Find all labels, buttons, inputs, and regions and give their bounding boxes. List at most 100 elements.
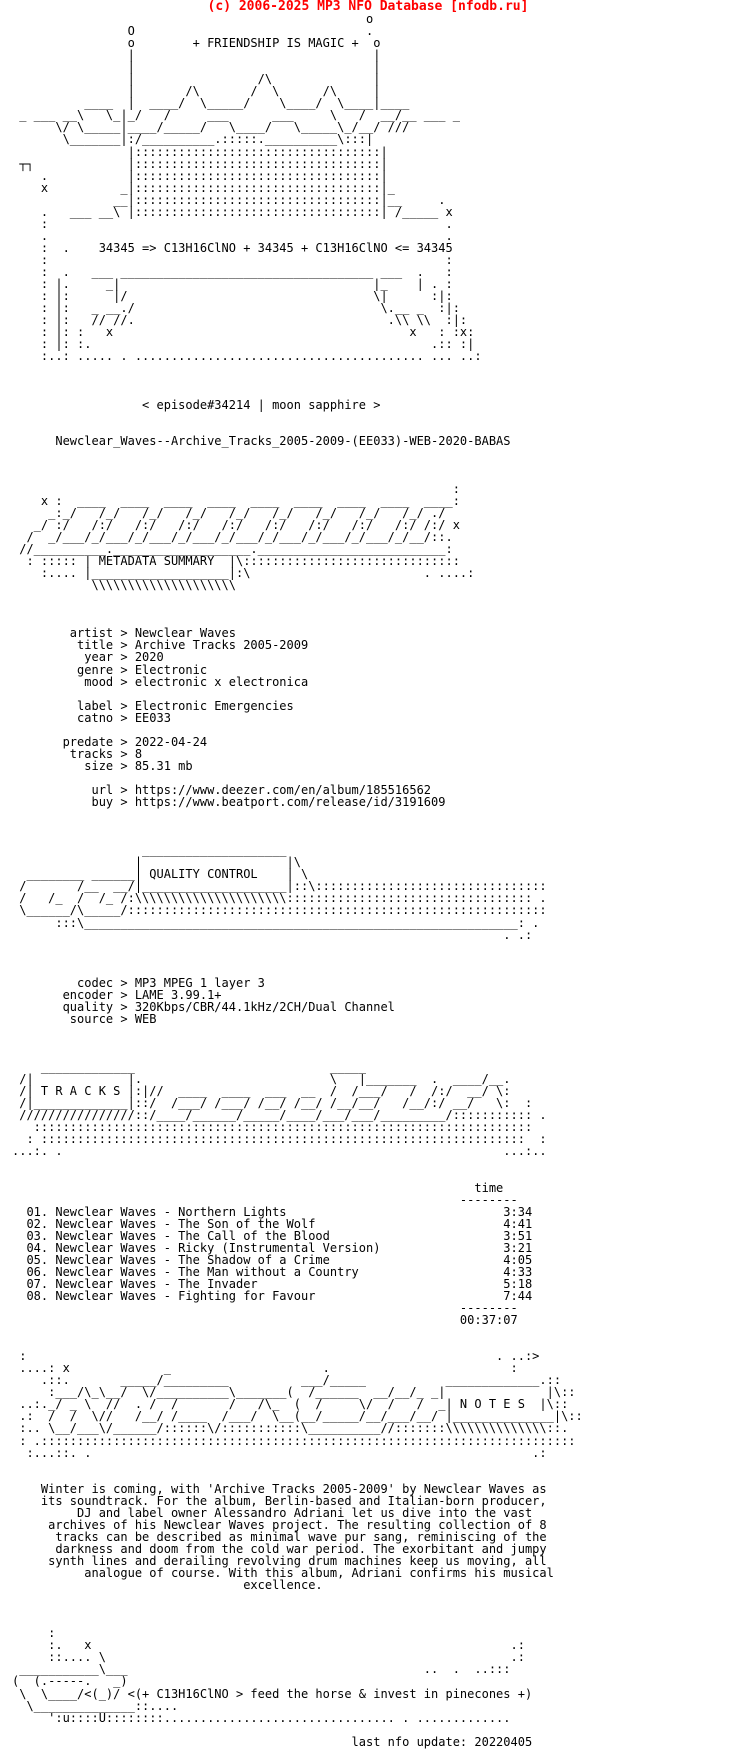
nfo-line: -------- [12, 1192, 518, 1207]
nfo-line [12, 374, 583, 386]
nfo-line: source > WEB [12, 1011, 157, 1026]
nfo-line: encoder > LAME 3.99.1+ [12, 987, 222, 1002]
nfo-line: its soundtrack. For the album, Berlin-ba… [12, 1493, 547, 1508]
nfo-line [12, 1459, 583, 1471]
nfo-line: tracks can be described as minimal wave … [12, 1529, 547, 1544]
nfo-line: o [12, 12, 374, 26]
nfo-line: :...::. . .: [12, 1445, 547, 1460]
nfo-line: archives of his Newclear Waves project. … [12, 1517, 547, 1532]
nfo-line: :::\____________________________________… [12, 915, 540, 930]
nfo-line: /| |. \ |_______ . ____/__. [12, 1072, 511, 1087]
site-header: (c) 2006-2025 MP3 NFO Database [nfodb.ru… [207, 0, 529, 14]
nfo-line: /|_____________|::/ /___/ /___/ /__/ /__… [12, 1096, 533, 1111]
nfo-line [12, 1471, 583, 1483]
nfo-line [12, 1591, 583, 1603]
nfo-line: predate > 2022-04-24 [12, 734, 208, 749]
nfo-line [12, 965, 583, 977]
nfo-line: excellence. [12, 1578, 323, 1593]
nfo-line: _ ___ __\ \_|_/ / ___ ___ \ / __/__ ___ … [12, 108, 460, 123]
nfo-line: quality > 320Kbps/CBR/44.1kHz/2CH/Dual C… [12, 999, 395, 1014]
nfo-line [12, 820, 583, 832]
nfo-line [12, 386, 583, 398]
nfo-line: \______/\_____/:::::::::::::::::::::::::… [12, 903, 547, 918]
nfo-line: : [12, 1626, 56, 1641]
nfo-line: catno > EE033 [12, 710, 171, 725]
nfo-line [12, 953, 583, 965]
nfo-line: 08. Newclear Waves - Fighting for Favour… [12, 1288, 533, 1303]
nfo-line: < episode#34214 | moon sapphire > [12, 397, 381, 412]
nfo-line: ::.... \ .: [12, 1650, 525, 1665]
nfo-line: /| T R A C K S |:|// ____ ____ ___ __ / … [12, 1084, 511, 1099]
nfo-line: ////////////////::/____/______/_____/___… [12, 1108, 547, 1123]
nfo-line: / /__ __/|____________________|::\::::::… [12, 879, 547, 894]
nfo-line: : . ___ ________________________________… [12, 264, 453, 279]
nfo-line: url > https://www.deezer.com/en/album/18… [12, 783, 432, 797]
nfo-line: _/ :/ /:/ /:/ /:/ /:/ /:/ /:/ /:/ /:/ /:… [12, 517, 460, 532]
nfo-line: x : ____ ____ ____ ____ ____ ____ ____ _… [12, 493, 460, 508]
nfo-line [12, 447, 583, 459]
nfo-line [12, 591, 583, 603]
nfo-line: 04. Newclear Waves - Ricky (Instrumental… [12, 1240, 533, 1255]
nfo-line: : |: |/ \| :|: [12, 289, 453, 304]
nfo-line: \_______|:/__________.:::::.__________\:… [12, 132, 374, 147]
nfo-line: size > 85.31 mb [12, 758, 193, 773]
nfo-line: codec > MP3 MPEG 1 layer 3 [12, 975, 265, 990]
nfo-line: . . [12, 228, 453, 243]
nfo-line [12, 362, 583, 374]
nfo-line [12, 1157, 583, 1169]
nfo-line: ::::::::::::::::::::::::::::::::::::::::… [12, 1120, 533, 1135]
nfo-line [12, 1603, 583, 1615]
nfo-line [12, 724, 583, 736]
nfo-line: -------- [12, 1301, 518, 1316]
nfo-line: ..:._/ _ \ // . / / / /\_ ( / \/ / / _| … [12, 1397, 569, 1412]
nfo-line: synth lines and derailing revolving drum… [12, 1554, 547, 1568]
nfo-line: :. x .: [12, 1638, 525, 1653]
nfo-line: / _/___/_/___/_/___/_/___/_/___/_/___/_/… [12, 530, 453, 545]
nfo-line: tracks > 8 [12, 746, 143, 761]
nfo-line: .: / / \// /__/ /____ /___/ \__(__/_____… [12, 1409, 583, 1424]
nfo-line: ':u::::U::::::::........................… [12, 1710, 511, 1725]
nfo-line: : ::::: | METADATA SUMMARY |\:::::::::::… [12, 554, 460, 569]
nfo-line [12, 1326, 583, 1338]
nfo-line: 00:37:07 [12, 1313, 518, 1328]
nfo-line: Newclear_Waves--Archive_Tracks_2005-2009… [12, 433, 511, 448]
nfo-line: ___________\___ .. . ..::: [12, 1662, 511, 1677]
nfo-line: . |::::::::::::::::::::::::::::::::::| [12, 168, 388, 183]
nfo-line: | /\ | [12, 72, 381, 87]
nfo-line: : ::::::::::::::::::::::::::::::::::::::… [12, 1132, 547, 1147]
nfo-line: 07. Newclear Waves - The Invader 5:18 [12, 1276, 533, 1291]
nfo-line: time [12, 1180, 504, 1195]
nfo-line: //__________.___________________._______… [12, 542, 453, 557]
nfo-line: : |. _| |_ | . : [12, 277, 453, 292]
nfo-line: last nfo update: 20220405 [12, 1734, 533, 1749]
nfo-line: : . ..:> [12, 1349, 540, 1364]
nfo-line: \ \____/<(_)/ <(+ C13H16ClNO > feed the … [12, 1686, 533, 1701]
nfo-line: 02. Newclear Waves - The Son of the Wolf… [12, 1216, 533, 1231]
nfo-line: | | [12, 60, 381, 75]
nfo-line: :___/\_\__/ \/__________\_______( /_____… [12, 1385, 576, 1400]
nfo-line [12, 603, 583, 615]
nfo-line: ____________________ [12, 843, 287, 858]
nfo-line [12, 941, 583, 953]
nfo-line: : .:::::::::::::::::::::::::::::::::::::… [12, 1433, 576, 1448]
nfo-line: year > 2020 [12, 650, 164, 665]
nfo-line [12, 688, 583, 700]
nfo-line: 06. Newclear Waves - The Man without a C… [12, 1264, 533, 1279]
nfo-line: :.. \__/___\/______/::::::\/:::::::::::\… [12, 1421, 569, 1436]
nfo-line: x _|::::::::::::::::::::::::::::::::::|_ [12, 180, 395, 195]
nfo-line: . .: [12, 927, 533, 942]
nfo-line [12, 1170, 583, 1182]
nfo-line: |::::::::::::::::::::::::::::::::::| [12, 144, 388, 159]
nfo-line: :.... |___________________|:\ . ....: [12, 566, 475, 581]
nfo-line: label > Electronic Emergencies [12, 698, 294, 713]
nfo-line: :..: ..... . ...........................… [12, 349, 482, 364]
nfo-text: o O . o + FRIENDSHIP IS MAGIC + o | | | [12, 13, 583, 1748]
nfo-line: | |\ [12, 855, 301, 870]
nfo-line: . ___ __\ |:::::::::::::::::::::::::::::… [12, 204, 453, 219]
nfo-line: : |: : x x : :x: [12, 325, 475, 340]
nfo-line: genre > Electronic [12, 662, 208, 677]
nfo-line [12, 1615, 583, 1627]
nfo-line: \______________::.... [12, 1698, 179, 1713]
nfo-line: : . 34345 => C13H16ClNO + 34345 + C13H16… [12, 240, 453, 255]
nfo-line: : |: _ __./ \.__ _ :|: [12, 301, 460, 316]
